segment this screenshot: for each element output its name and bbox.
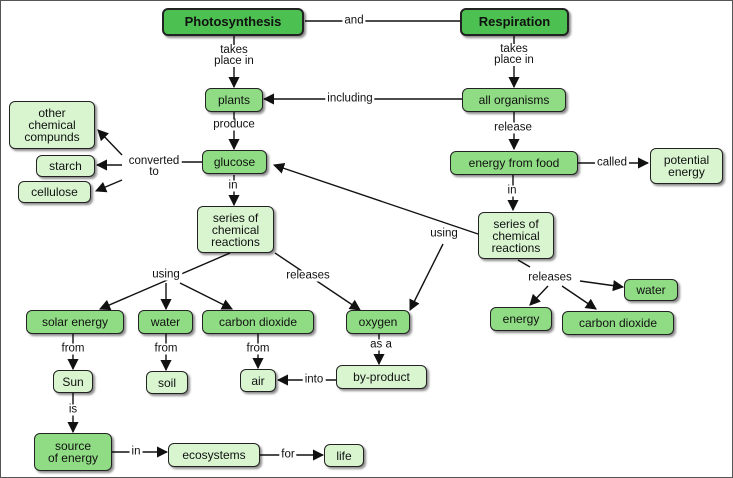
- label-using-right: using: [428, 227, 460, 240]
- label-in-source: in: [129, 445, 143, 458]
- link-releases-base: [517, 259, 531, 268]
- label-called: called: [594, 156, 630, 169]
- link-using-co2: [179, 282, 234, 310]
- other-compounds-node[interactable]: other chemical compunds: [9, 101, 95, 149]
- all-organisms-node[interactable]: all organisms: [462, 88, 566, 112]
- energy-node[interactable]: energy: [490, 307, 552, 331]
- label-from-solar: from: [59, 342, 87, 355]
- water-right-node[interactable]: water: [624, 279, 678, 301]
- label-into: into: [302, 373, 326, 386]
- respiration-node[interactable]: Respiration: [460, 8, 569, 36]
- by-product-node[interactable]: by-product: [336, 365, 427, 389]
- plants-node[interactable]: plants: [205, 88, 263, 112]
- link-converted-cellulose: [94, 179, 123, 193]
- label-converted-to: converted to: [126, 155, 182, 178]
- series-of-reactions-left-node[interactable]: series of chemical reactions: [197, 206, 274, 253]
- label-takes-place-right: takes place in: [492, 43, 536, 66]
- link-releases-oxygen: [274, 252, 361, 311]
- source-of-energy-node[interactable]: source of energy: [34, 433, 112, 471]
- label-and: and: [342, 14, 366, 27]
- oxygen-node[interactable]: oxygen: [346, 310, 410, 334]
- carbon-dioxide-right-node[interactable]: carbon dioxide: [562, 311, 674, 335]
- label-produce: produce: [211, 118, 257, 131]
- glucose-node[interactable]: glucose: [202, 150, 267, 174]
- link-using-oxygen: [409, 243, 444, 312]
- series-of-reactions-right-node[interactable]: series of chemical reactions: [478, 212, 554, 259]
- sun-node[interactable]: Sun: [53, 370, 93, 393]
- link-releases-co2: [561, 285, 597, 310]
- cellulose-node[interactable]: cellulose: [18, 181, 91, 203]
- photosynthesis-node[interactable]: Photosynthesis: [162, 8, 304, 36]
- solar-energy-node[interactable]: solar energy: [26, 310, 124, 334]
- life-node[interactable]: life: [324, 444, 364, 467]
- link-using-glucose: [272, 162, 479, 235]
- potential-energy-node[interactable]: potential energy: [650, 148, 723, 184]
- link-releases-energy: [529, 285, 549, 306]
- label-from-co2: from: [244, 342, 272, 355]
- link-using-solar: [98, 252, 231, 311]
- label-releases-left: releases: [284, 269, 332, 282]
- label-takes-place-left: takes place in: [212, 44, 256, 67]
- air-node[interactable]: air: [240, 369, 276, 392]
- energy-from-food-node[interactable]: energy from food: [450, 151, 578, 175]
- label-for: for: [279, 448, 297, 461]
- label-release: release: [492, 121, 534, 134]
- label-using-left: using: [150, 268, 182, 281]
- water-left-node[interactable]: water: [138, 310, 193, 334]
- link-converted-compounds: [97, 129, 123, 156]
- starch-node[interactable]: starch: [36, 155, 95, 177]
- label-from-water: from: [152, 342, 180, 355]
- label-is: is: [66, 403, 80, 416]
- ecosystems-node[interactable]: ecosystems: [168, 443, 260, 467]
- label-as-a: as a: [368, 338, 394, 351]
- soil-node[interactable]: soil: [146, 371, 188, 394]
- label-in-glucose: in: [226, 179, 240, 192]
- carbon-dioxide-left-node[interactable]: carbon dioxide: [202, 310, 314, 334]
- label-releases-right: releases: [526, 271, 574, 284]
- link-releases-water: [579, 280, 625, 292]
- label-in-energy: in: [505, 184, 519, 197]
- label-including: including: [325, 92, 375, 105]
